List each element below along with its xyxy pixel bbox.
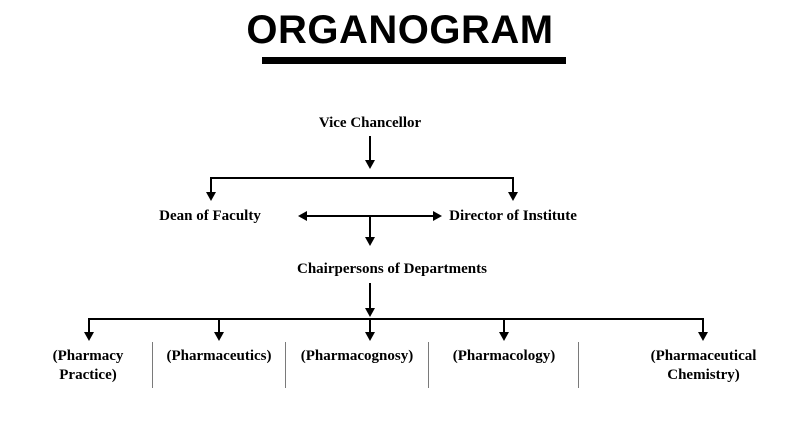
arrow-pharmaceutical-chemistry-down-icon [698, 332, 708, 341]
department-divider-1 [152, 342, 153, 388]
department-divider-2 [285, 342, 286, 388]
edge-drop-pharmacology [503, 318, 505, 335]
edge-departments-stem [369, 283, 371, 313]
arrow-pharmacology-down-icon [499, 332, 509, 341]
node-vice-chancellor: Vice Chancellor [318, 115, 422, 131]
edge-chairpersons-stem [369, 215, 371, 239]
edge-drop-pharmacognosy [369, 318, 371, 335]
arrow-pharmacognosy-down-icon [365, 332, 375, 341]
arrow-vice-chancellor-down-icon [365, 160, 375, 169]
arrow-director-down-icon [508, 192, 518, 201]
arrow-peer-right-icon [433, 211, 442, 221]
node-dean-of-faculty: Dean of Faculty [159, 208, 261, 224]
edge-drop-pharmacy-practice [88, 318, 90, 335]
title-underline [262, 57, 566, 64]
node-chairpersons-of-departments: Chairpersons of Departments [297, 261, 487, 277]
node-pharmaceutics: (Pharmaceutics) [166, 348, 272, 364]
node-director-of-institute: Director of Institute [449, 208, 577, 224]
edge-departments-bar [88, 318, 704, 320]
node-pharmaceutical-chemistry: (Pharmaceutical Chemistry) [650, 348, 757, 383]
edge-level2-bracket [210, 177, 514, 179]
edge-drop-pharmaceutical-chemistry [702, 318, 704, 335]
arrow-dean-down-icon [206, 192, 216, 201]
edge-dean-drop [210, 177, 212, 195]
department-divider-4 [578, 342, 579, 388]
page-title: ORGANOGRAM [246, 8, 554, 52]
node-pharmacognosy: (Pharmacognosy) [300, 348, 414, 364]
edge-drop-pharmaceutics [218, 318, 220, 335]
node-pharmacology: (Pharmacology) [452, 348, 556, 364]
arrow-departments-down-icon [365, 308, 375, 317]
edge-vice-chancellor-stem [369, 136, 371, 162]
arrow-peer-left-icon [298, 211, 307, 221]
arrow-chairpersons-down-icon [365, 237, 375, 246]
arrow-pharmacy-practice-down-icon [84, 332, 94, 341]
arrow-pharmaceutics-down-icon [214, 332, 224, 341]
department-divider-3 [428, 342, 429, 388]
node-pharmacy-practice: (Pharmacy Practice) [52, 348, 124, 383]
edge-director-drop [512, 177, 514, 195]
